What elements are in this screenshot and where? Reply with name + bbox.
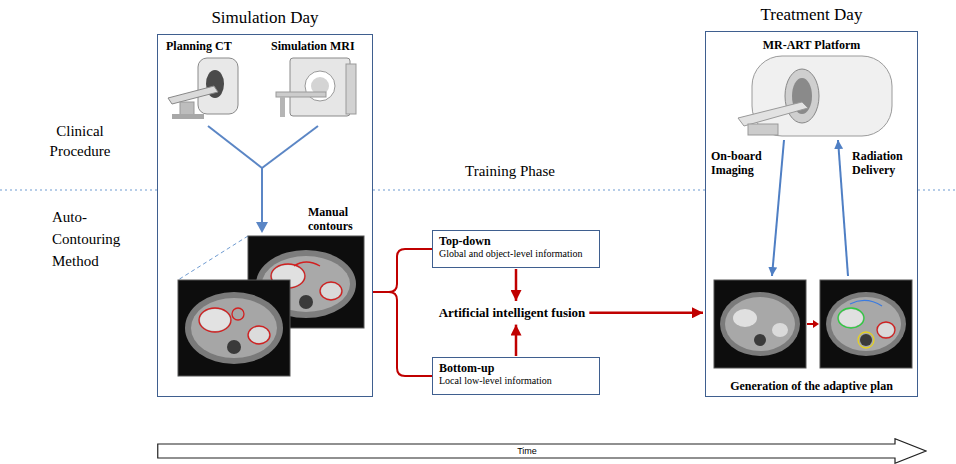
step-label: Manual contours — [308, 205, 364, 233]
phase-panel: Simulation DayPlanning CTSimulation MRIM… — [157, 34, 373, 397]
divider-line — [0, 189, 956, 190]
arrow-outline — [158, 439, 926, 464]
row-label: Auto-Contouring Method — [52, 206, 132, 272]
phase-label: Training Phase — [440, 163, 580, 180]
step-label: On-board Imaging — [711, 149, 771, 177]
phase-title: Simulation Day — [138, 7, 392, 29]
platform-label: MR-ART Platform — [706, 38, 917, 52]
flow-arrow — [515, 269, 518, 301]
box-heading: Bottom-up — [439, 361, 593, 375]
mr-linac — [738, 56, 892, 136]
workflow-arrow — [772, 140, 848, 276]
ct-scanner — [168, 58, 238, 119]
phase-title: Treatment Day — [686, 4, 937, 26]
process-box: Bottom-upLocal low-level information — [432, 357, 600, 395]
box-heading: Top-down — [439, 234, 593, 248]
timeline-arrow: Time — [157, 438, 927, 464]
mri-slices — [178, 236, 364, 376]
fusion-label: Artificial intelligent fusion — [439, 305, 586, 321]
flow-arrow — [515, 325, 518, 356]
flow-arrow — [589, 312, 703, 315]
fusion-step: Artificial intelligent fusion — [436, 302, 589, 324]
brace — [373, 249, 432, 376]
process-box: Top-downGlobal and object-level informat… — [432, 230, 600, 268]
arrow-outline — [157, 438, 927, 464]
mri-scanner — [276, 58, 356, 117]
phase-panel: Treatment DayMR-ART PlatformOn-board Ima… — [705, 31, 918, 397]
box-body: Global and object-level information — [439, 248, 593, 260]
device-label: Simulation MRI — [271, 39, 355, 53]
step-label: Generation of the adaptive plan — [706, 379, 917, 393]
merge-line — [208, 126, 318, 224]
arrow-head — [256, 222, 268, 233]
device-label: Planning CT — [166, 39, 232, 53]
onboard-images — [714, 280, 912, 368]
row-label: Clinical Procedure — [35, 121, 125, 161]
step-label: Radiation Delivery — [852, 149, 914, 177]
timeline-label: Time — [157, 438, 927, 464]
box-body: Local low-level information — [439, 375, 593, 387]
